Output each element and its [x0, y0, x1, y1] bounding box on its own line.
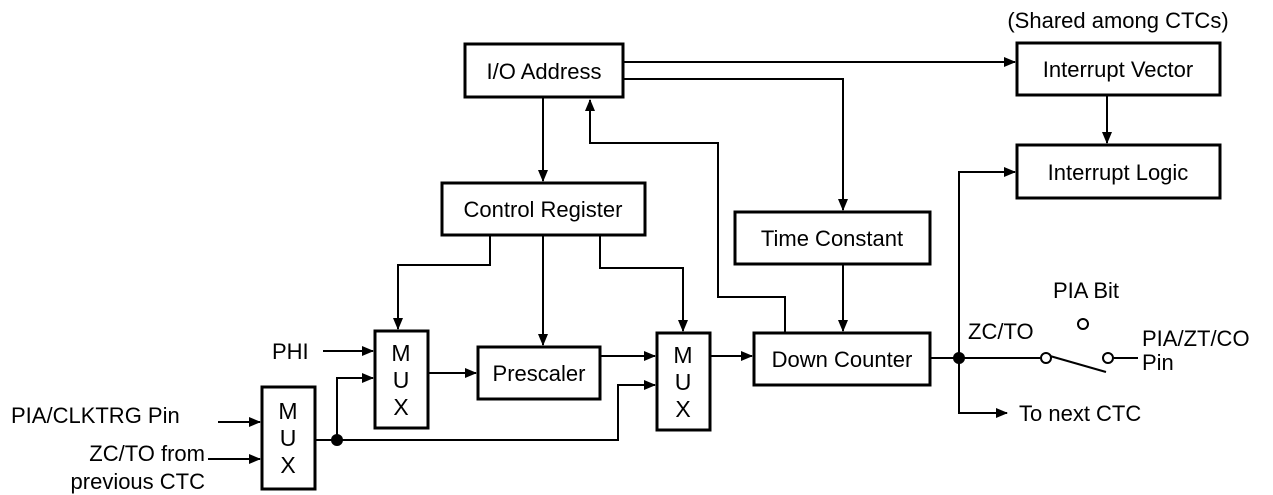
mux-left-letter-x: X — [280, 452, 295, 478]
to-next-ctc-label: To next CTC — [1019, 401, 1141, 426]
mux-middle-letter-m: M — [391, 340, 410, 366]
junction-dot-right — [953, 352, 965, 364]
mux-right-letter-m: M — [673, 342, 692, 368]
switch-contact-pin — [1102, 352, 1114, 364]
control-register-label: Control Register — [464, 197, 623, 222]
block-control-register: Control Register — [440, 181, 647, 237]
block-interrupt-logic: Interrupt Logic — [1015, 143, 1222, 200]
phi-label: PHI — [272, 339, 309, 364]
wire-branch-to-mux-right — [337, 380, 656, 441]
pia-bit-label: PIA Bit — [1053, 278, 1119, 303]
interrupt-logic-label: Interrupt Logic — [1048, 160, 1189, 185]
wire-branch-to-mux-mid — [336, 373, 374, 440]
wire-io-to-time-constant — [624, 78, 848, 211]
block-mux-right: M U X — [655, 331, 712, 432]
mux-right-letter-x: X — [675, 396, 690, 422]
interrupt-vector-label: Interrupt Vector — [1043, 57, 1193, 82]
wire-counter-to-io — [585, 99, 786, 332]
block-mux-middle: M U X — [373, 329, 430, 430]
switch-arm — [1049, 355, 1107, 373]
down-counter-label: Down Counter — [772, 347, 913, 372]
switch-contact-in — [1040, 352, 1052, 364]
prescaler-label: Prescaler — [493, 361, 586, 386]
pia-zt-co-label: PIA/ZT/CO — [1142, 326, 1250, 351]
mux-left-letter-u: U — [280, 425, 297, 451]
junction-dot-left — [331, 434, 343, 446]
time-constant-label: Time Constant — [761, 226, 903, 251]
block-io-address: I/O Address — [463, 42, 625, 99]
zc-to-label: ZC/TO — [968, 319, 1034, 344]
block-time-constant: Time Constant — [733, 210, 932, 266]
block-prescaler: Prescaler — [476, 345, 602, 401]
block-down-counter: Down Counter — [752, 331, 932, 387]
wire-control-to-mux-right — [599, 235, 688, 332]
pia-clktrg-pin-label: PIA/CLKTRG Pin — [11, 403, 180, 428]
mux-middle-letter-x: X — [393, 394, 408, 420]
switch-contact-pia-bit — [1077, 318, 1089, 330]
block-interrupt-vector: Interrupt Vector — [1015, 41, 1222, 97]
connections — [208, 57, 1138, 464]
previous-ctc-label: previous CTC — [71, 469, 206, 494]
mux-middle-letter-u: U — [393, 367, 410, 393]
pin-label: Pin — [1142, 350, 1174, 375]
wire-out-to-interrupt-logic — [958, 167, 1016, 358]
io-address-label: I/O Address — [487, 59, 602, 84]
wire-out-to-next-ctc — [958, 358, 1008, 418]
shared-note-label: (Shared among CTCs) — [1007, 8, 1228, 33]
mux-right-letter-u: U — [675, 369, 692, 395]
wire-control-to-mux-mid — [393, 235, 491, 330]
zc-to-from-label: ZC/TO from — [89, 441, 205, 466]
block-mux-left: M U X — [260, 385, 317, 491]
mux-left-letter-m: M — [278, 398, 297, 424]
